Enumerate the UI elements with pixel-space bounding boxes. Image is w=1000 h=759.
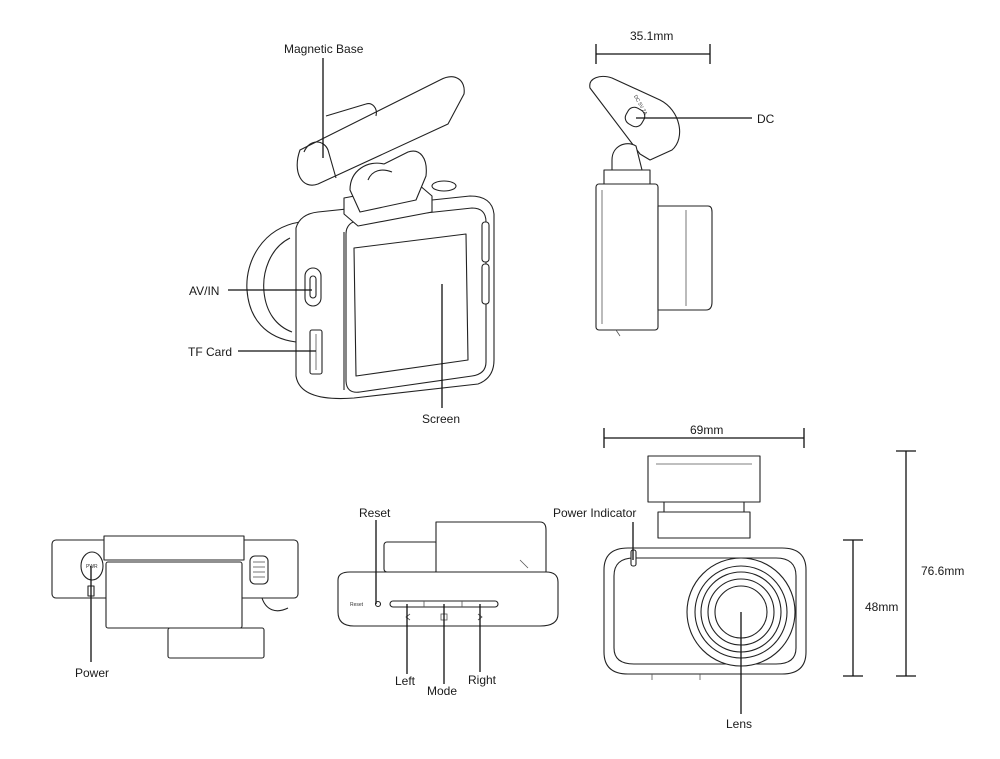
bottom-view: Reset	[337, 521, 559, 627]
power-marking: PWR	[86, 564, 98, 570]
label-dim-body-height: 48mm	[865, 600, 899, 614]
label-power: Power	[75, 666, 110, 680]
label-dim-depth: 35.1mm	[630, 29, 674, 43]
power-button	[80, 551, 104, 581]
top-view: PWR	[51, 535, 299, 659]
side-mount-stem	[611, 143, 643, 173]
av-in-port	[304, 267, 322, 307]
label-mode: Mode	[427, 684, 458, 698]
label-dim-width: 69mm	[690, 423, 724, 437]
side-view: DC 5V 2A	[589, 75, 713, 337]
label-screen: Screen	[422, 412, 461, 426]
label-magnetic-base: Magnetic Base	[284, 42, 364, 56]
label-tf-card: TF Card	[188, 345, 233, 359]
left-arrow-icon	[405, 613, 411, 621]
perspective-view	[246, 76, 495, 400]
label-dc: DC	[757, 112, 775, 126]
perspective-screen	[353, 233, 469, 377]
rear-mount-plate	[647, 455, 761, 503]
label-right: Right	[468, 673, 497, 687]
top-view-plate	[105, 561, 243, 629]
magnetic-base-plate	[296, 76, 465, 186]
dc-port	[624, 106, 646, 128]
leader-lines	[90, 58, 752, 714]
reset-marking: Reset	[350, 602, 364, 608]
side-lens-housing	[657, 205, 713, 311]
label-dim-total-height: 76.6mm	[921, 564, 965, 578]
vent-grille	[249, 555, 269, 585]
label-lens: Lens	[726, 717, 753, 731]
label-power-indicator: Power Indicator	[553, 506, 637, 520]
right-arrow-icon	[477, 613, 483, 621]
perspective-side-button-top	[481, 221, 490, 263]
perspective-mount-stem	[349, 150, 427, 213]
rear-view	[603, 455, 807, 680]
label-av-in: AV/IN	[189, 284, 220, 298]
perspective-side-button-bottom	[481, 263, 490, 305]
bottom-view-body	[337, 571, 559, 627]
side-body	[595, 183, 659, 331]
dimension-lines	[595, 44, 916, 677]
label-left: Left	[395, 674, 416, 688]
bottom-view-mount	[435, 521, 547, 575]
rear-mount-stem	[657, 511, 751, 539]
perspective-lens-barrel	[246, 221, 301, 343]
label-reset: Reset	[359, 506, 391, 520]
